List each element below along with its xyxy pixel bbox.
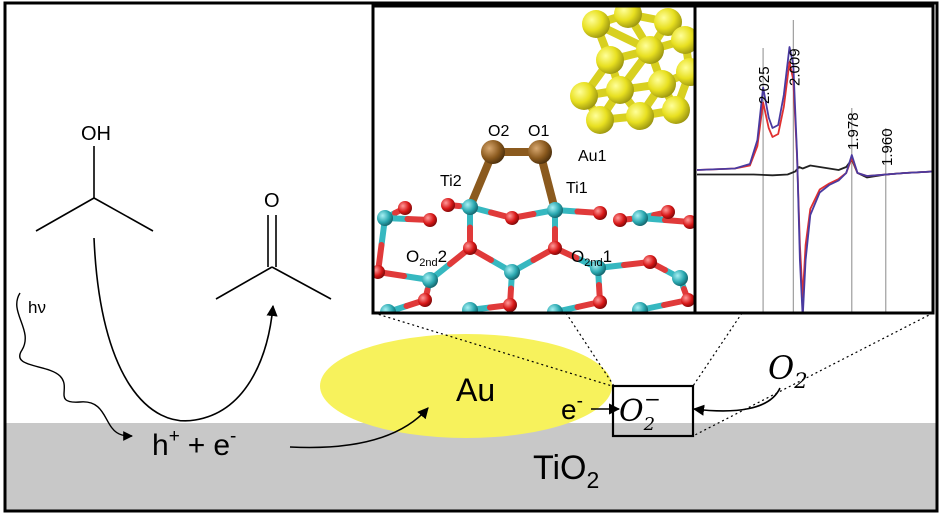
electron-label: e- [561,391,583,425]
photon-label: hν [28,298,46,317]
ti1-atom-label: Ti1 [566,180,588,197]
o2nd1-atom-label: O2nd1 [571,247,612,269]
charge-carriers-label: h++e- [152,426,236,462]
oxygen-atom [661,205,675,219]
oxygen-atom [593,295,607,309]
gold-atom [582,10,610,38]
photon-wavy-arrow [16,292,133,441]
oxygen-atom [593,206,607,220]
epr-series-group [697,46,933,313]
titanium-atom [377,210,393,226]
peroxo-oxygen-atom [528,140,552,164]
au1-atom-label: Au1 [578,148,607,165]
oxygen-atom [418,293,432,307]
oxygen-atom [505,211,519,225]
gold-atom [596,46,624,74]
gold-nanoparticle [320,334,612,438]
oxygen-atom [548,241,562,255]
gold-label: Au [456,372,495,408]
titanium-atom [632,302,648,313]
gold-atom [676,58,695,86]
gold-cluster [570,6,695,134]
titanium-atom [632,210,648,226]
titanium-atom [547,304,563,313]
tio2-label: TiO2 [533,449,599,493]
superoxide-label: O2− [619,387,661,435]
oxidation-arc-arrow [93,237,278,422]
oxygen-atom [463,241,477,255]
titanium-atom [504,264,520,280]
epr-series-line [697,46,933,313]
epr-inset-frame [693,4,935,315]
epr-peak-label: 2.025 [756,66,773,104]
gold-atom [662,96,690,124]
gold-atom [626,102,654,130]
oxygen-atom [643,255,657,269]
electron-transfer-arrow [289,407,429,449]
oxygen-atom [503,298,517,312]
oxygen-atom [683,215,695,229]
isopropanol-molecule [35,146,154,232]
lattice-atoms [373,140,695,313]
gold-atom [586,106,614,134]
titanium-atom [590,260,606,276]
o2-adsorption-arrow [692,387,781,416]
titanium-atom [422,272,438,288]
o1-atom-label: O1 [528,123,549,140]
epr-spectrum-inset [697,6,933,313]
gold-atom [570,82,598,110]
o2nd2-atom-label: O2nd2 [406,247,447,269]
titanium-atom [462,199,478,215]
zoom-lines [373,312,934,437]
epr-series-line [697,158,933,179]
titanium-atom [547,202,563,218]
epr-peak-labels: 2.025 2.009 1.978 1.960 [756,48,896,166]
carbonyl-label: O [264,190,280,212]
hydroxyl-label: OH [81,123,111,145]
oxygen-atom [613,213,627,227]
o2-gas-label: O2 [768,349,808,393]
titanium-atom [380,304,396,313]
acetone-molecule [215,215,332,300]
oxygen-atom [398,201,412,215]
gold-atom [654,8,682,36]
gold-atom [606,76,634,104]
epr-peak-label: 1.978 [845,112,862,150]
peroxo-oxygen-atom [481,140,505,164]
oxygen-atom [681,293,695,307]
ti2-atom-label: Ti2 [440,173,462,190]
o2-atom-label: O2 [488,123,509,140]
epr-peak-label: 2.009 [786,48,803,86]
epr-peak-label: 1.960 [879,128,896,166]
structure-inset [373,6,695,313]
gold-atom [648,70,676,98]
titanium-atom [462,302,478,313]
gold-atom [671,26,695,54]
titanium-atom [672,270,688,286]
oxygen-atom [373,265,385,279]
gold-atom [614,6,642,28]
oxygen-atom [441,198,455,212]
oxygen-atom [423,213,437,227]
gold-atom [636,36,664,64]
